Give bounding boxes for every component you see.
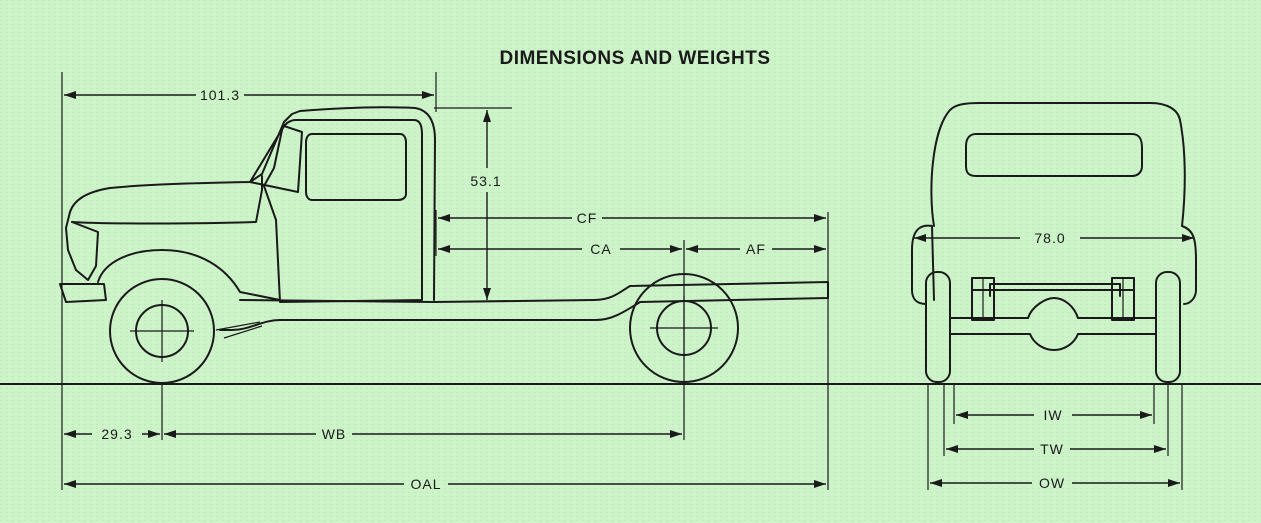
dim-101-3: 101.3 — [200, 87, 240, 103]
rear-window — [965, 133, 1143, 177]
side-dimensions: 101.3 53.1 CF CA AF 29.3 — [61, 72, 829, 492]
diagram-title: DIMENSIONS AND WEIGHTS — [499, 48, 770, 69]
dim-wb: WB — [322, 426, 347, 442]
windshield — [249, 125, 303, 193]
rear-dimensions: 78.0 IW TW OW — [914, 230, 1194, 491]
rear-cab-outline — [911, 102, 1197, 305]
frame-brace — [215, 321, 263, 339]
rear-frame — [971, 283, 1135, 297]
front-bumper — [59, 283, 107, 303]
dim-iw: IW — [1043, 407, 1062, 423]
dim-ow: OW — [1039, 475, 1065, 491]
front-wheel-arch — [97, 249, 281, 301]
side-window — [305, 133, 407, 201]
dim-cf: CF — [577, 210, 598, 226]
dim-tw: TW — [1040, 441, 1064, 457]
dim-af: AF — [746, 241, 766, 257]
grille — [65, 211, 99, 281]
frame-rail — [219, 281, 829, 331]
hood-outline — [69, 106, 436, 301]
dim-53-1: 53.1 — [470, 173, 501, 189]
dim-oal: OAL — [410, 476, 441, 492]
rear-axle — [949, 297, 1157, 351]
dim-ca: CA — [590, 241, 611, 257]
front-wheel — [109, 278, 215, 384]
front-fender — [71, 175, 263, 225]
dim-29-3: 29.3 — [101, 426, 132, 442]
rear-view-truck — [911, 102, 1197, 383]
dim-78-0: 78.0 — [1034, 230, 1065, 246]
